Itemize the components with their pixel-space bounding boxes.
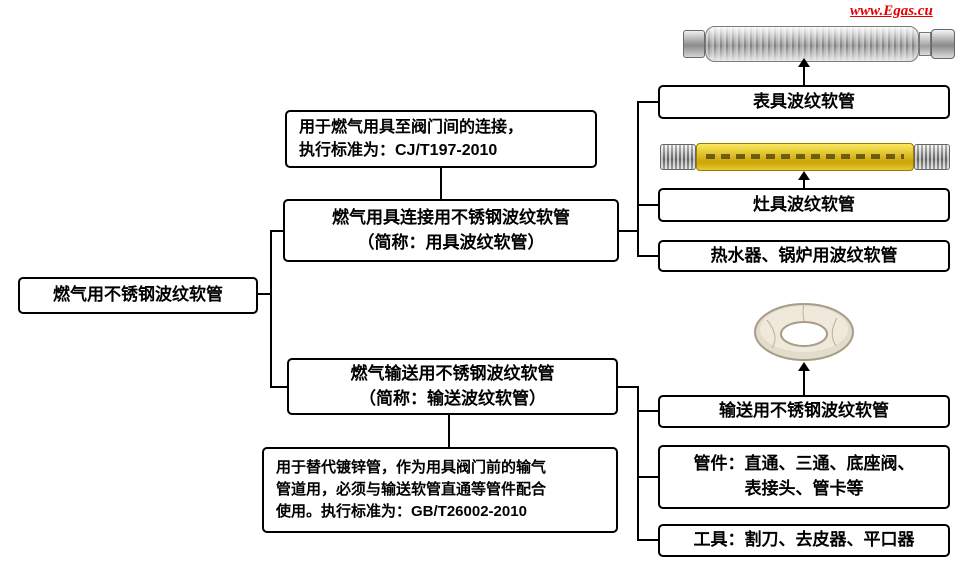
yellow-hose-body bbox=[696, 142, 914, 171]
arrow-up-icon bbox=[798, 58, 810, 67]
connector-meter-stub bbox=[637, 101, 658, 103]
branch-appliance-line1: 燃气用具连接用不锈钢波纹软管 bbox=[332, 207, 570, 227]
note-bottom-line1: 用于替代镀锌管，作为用具阀门前的输气 bbox=[276, 459, 547, 477]
root-node-label: 燃气用不锈钢波纹软管 bbox=[53, 285, 223, 305]
leaf-fittings-line1: 管件：直通、三通、底座阀、 bbox=[693, 454, 915, 474]
watermark: www.Egas.cu bbox=[850, 3, 933, 19]
steel-hose-right-fitting bbox=[931, 29, 955, 59]
connector-appliance-right-h bbox=[619, 230, 639, 232]
arrow-meter-shaft bbox=[803, 67, 805, 85]
leaf-tools: 工具：割刀、去皮器、平口器 bbox=[658, 524, 950, 557]
connector-root-h bbox=[258, 293, 272, 295]
leaf-meter-hose: 表具波纹软管 bbox=[658, 85, 950, 119]
note-bottom-line2: 管道用，必须与输送软管直通等管件配合 bbox=[276, 481, 547, 499]
note-bottom: 用于替代镀锌管，作为用具阀门前的输气 管道用，必须与输送软管直通等管件配合 使用… bbox=[262, 447, 618, 533]
note-top-line1: 用于燃气用具至阀门间的连接， bbox=[299, 118, 524, 136]
leaf-meter-hose-label: 表具波纹软管 bbox=[753, 91, 855, 111]
yellow-stove-hose-image bbox=[660, 140, 950, 173]
steel-hose-right-collar bbox=[919, 32, 931, 56]
steel-hose-left-fitting bbox=[683, 30, 705, 58]
leaf-tools-label: 工具：割刀、去皮器、平口器 bbox=[693, 530, 915, 550]
connector-tools-stub bbox=[637, 539, 658, 541]
steel-corrugated-hose-image bbox=[683, 24, 955, 64]
connector-note-top-v bbox=[440, 168, 442, 199]
connector-transport-hose-stub bbox=[637, 410, 658, 412]
leaf-fittings: 管件：直通、三通、底座阀、 表接头、管卡等 bbox=[658, 445, 950, 509]
connector-right-spine-top bbox=[637, 101, 639, 257]
connector-right-spine-bottom bbox=[637, 386, 639, 541]
arrow-stove-shaft bbox=[803, 179, 805, 188]
note-top: 用于燃气用具至阀门间的连接， 执行标准为：CJ/T197-2010 bbox=[285, 110, 597, 168]
branch-transport-line1: 燃气输送用不锈钢波纹软管 bbox=[350, 363, 555, 383]
yellow-hose-print-marks bbox=[705, 154, 905, 159]
connector-heater-stub bbox=[637, 255, 658, 257]
note-bottom-line3: 使用。执行标准为：GB/T26002-2010 bbox=[276, 502, 527, 520]
branch-appliance: 燃气用具连接用不锈钢波纹软管 （简称：用具波纹软管） bbox=[283, 199, 619, 262]
leaf-stove-hose-label: 灶具波纹软管 bbox=[753, 194, 855, 214]
branch-transport: 燃气输送用不锈钢波纹软管 （简称：输送波纹软管） bbox=[287, 358, 618, 415]
leaf-transport-hose-label: 输送用不锈钢波纹软管 bbox=[719, 401, 889, 421]
connector-appliance-stub bbox=[270, 230, 283, 232]
note-top-line2: 执行标准为：CJ/T197-2010 bbox=[299, 142, 498, 159]
arrow-up-icon bbox=[798, 171, 810, 180]
leaf-transport-hose: 输送用不锈钢波纹软管 bbox=[658, 395, 950, 428]
yellow-hose-left-fitting bbox=[660, 143, 696, 170]
coiled-pipe-image bbox=[754, 303, 854, 361]
connector-left-spine bbox=[270, 230, 272, 388]
branch-appliance-line2: （简称：用具波纹软管） bbox=[357, 232, 545, 252]
arrow-coil-shaft bbox=[803, 371, 805, 395]
steel-hose-corrugated-body bbox=[705, 26, 919, 62]
connector-fittings-stub bbox=[637, 476, 658, 478]
branch-transport-line2: （简称：输送波纹软管） bbox=[359, 388, 546, 408]
leaf-fittings-line2: 表接头、管卡等 bbox=[744, 479, 864, 498]
root-node: 燃气用不锈钢波纹软管 bbox=[18, 277, 258, 314]
connector-stove-stub bbox=[637, 204, 658, 206]
connector-note-bottom-v bbox=[448, 415, 450, 447]
arrow-up-icon bbox=[798, 362, 810, 371]
leaf-heater-hose-label: 热水器、锅炉用波纹软管 bbox=[710, 245, 898, 265]
leaf-heater-hose: 热水器、锅炉用波纹软管 bbox=[658, 240, 950, 272]
leaf-stove-hose: 灶具波纹软管 bbox=[658, 188, 950, 222]
connector-transport-right-h bbox=[618, 386, 639, 388]
yellow-hose-right-fitting bbox=[914, 143, 950, 170]
connector-transport-stub bbox=[270, 386, 287, 388]
